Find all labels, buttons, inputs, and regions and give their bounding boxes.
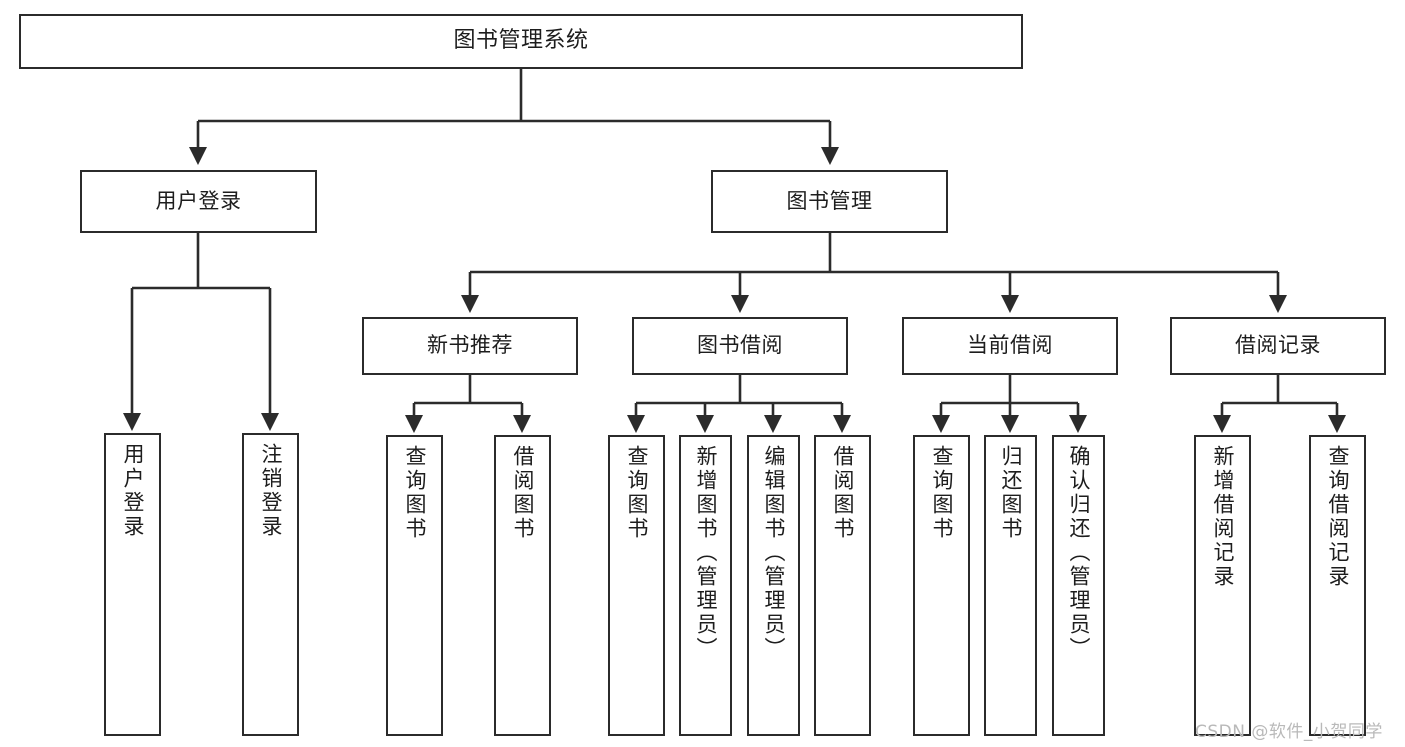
node-new-book-recommend[interactable]: 新书推荐 — [362, 317, 578, 375]
node-book-manage[interactable]: 图书管理 — [711, 170, 948, 233]
node-leaf-newbook-query[interactable]: 查询图书 — [386, 435, 443, 736]
node-root[interactable]: 图书管理系统 — [19, 14, 1023, 69]
node-leaf-newbook-borrow[interactable]: 借阅图书 — [494, 435, 551, 736]
node-leaf-borrow-query[interactable]: 查询图书 — [608, 435, 665, 736]
node-leaf-current-confirm-label: 确认归还（管理员） — [1067, 445, 1091, 661]
csdn-watermark: CSDN @软件_小贺同学 — [1195, 722, 1383, 742]
node-leaf-newbook-query-label: 查询图书 — [403, 445, 427, 541]
node-root-label: 图书管理系统 — [453, 28, 589, 54]
node-book-borrow[interactable]: 图书借阅 — [632, 317, 848, 375]
node-leaf-user-login[interactable]: 用户登录 — [104, 433, 161, 736]
node-leaf-current-query-label: 查询图书 — [930, 445, 954, 541]
node-new-book-recommend-label: 新书推荐 — [427, 333, 513, 358]
node-leaf-user-login-label: 用户登录 — [121, 443, 145, 539]
node-book-manage-label: 图书管理 — [786, 188, 873, 213]
node-current-borrow[interactable]: 当前借阅 — [902, 317, 1118, 375]
node-leaf-records-add[interactable]: 新增借阅记录 — [1194, 435, 1251, 736]
node-leaf-borrow-edit[interactable]: 编辑图书（管理员） — [747, 435, 800, 736]
node-user-login-label: 用户登录 — [155, 188, 242, 213]
node-leaf-current-return-label: 归还图书 — [999, 445, 1023, 541]
node-leaf-logout-label: 注销登录 — [259, 443, 283, 539]
node-leaf-records-add-label: 新增借阅记录 — [1211, 445, 1235, 589]
node-leaf-borrow-do[interactable]: 借阅图书 — [814, 435, 871, 736]
node-leaf-borrow-query-label: 查询图书 — [625, 445, 649, 541]
node-leaf-current-confirm[interactable]: 确认归还（管理员） — [1052, 435, 1105, 736]
node-book-borrow-label: 图书借阅 — [697, 333, 783, 358]
node-borrow-records[interactable]: 借阅记录 — [1170, 317, 1386, 375]
node-leaf-logout[interactable]: 注销登录 — [242, 433, 299, 736]
node-leaf-newbook-borrow-label: 借阅图书 — [511, 445, 535, 541]
node-leaf-current-return[interactable]: 归还图书 — [984, 435, 1037, 736]
node-user-login[interactable]: 用户登录 — [80, 170, 317, 233]
node-leaf-records-query-label: 查询借阅记录 — [1326, 445, 1350, 589]
node-borrow-records-label: 借阅记录 — [1235, 333, 1321, 358]
node-leaf-borrow-do-label: 借阅图书 — [831, 445, 855, 541]
node-leaf-records-query[interactable]: 查询借阅记录 — [1309, 435, 1366, 736]
node-leaf-borrow-add[interactable]: 新增图书（管理员） — [679, 435, 732, 736]
node-leaf-borrow-edit-label: 编辑图书（管理员） — [762, 445, 786, 661]
node-current-borrow-label: 当前借阅 — [967, 333, 1053, 358]
node-leaf-current-query[interactable]: 查询图书 — [913, 435, 970, 736]
node-leaf-borrow-add-label: 新增图书（管理员） — [694, 445, 718, 661]
